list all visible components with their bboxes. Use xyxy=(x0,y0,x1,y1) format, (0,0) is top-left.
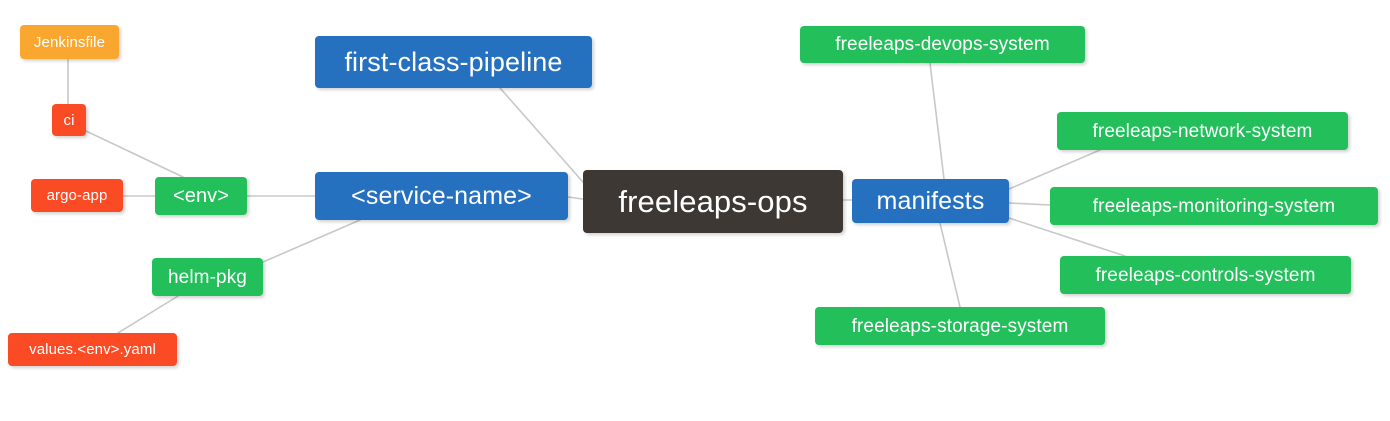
node-env[interactable]: <env> xyxy=(155,177,247,215)
node-label: argo-app xyxy=(46,187,108,204)
edge-manifests-to-network-system xyxy=(1008,149,1101,190)
edge-manifests-to-devops-system xyxy=(929,62,945,180)
node-label: freeleaps-devops-system xyxy=(835,34,1050,55)
node-network-system[interactable]: freeleaps-network-system xyxy=(1057,112,1348,150)
node-label: helm-pkg xyxy=(168,266,247,288)
node-values-env-yaml[interactable]: values.<env>.yaml xyxy=(8,333,177,366)
node-label: freeleaps-controls-system xyxy=(1095,264,1316,286)
node-label: manifests xyxy=(876,186,985,215)
node-label: freeleaps-storage-system xyxy=(851,315,1069,337)
node-label: <env> xyxy=(172,185,230,207)
node-label: freeleaps-monitoring-system xyxy=(1092,195,1336,217)
node-service-name[interactable]: <service-name> xyxy=(315,172,568,220)
node-devops-system[interactable]: freeleaps-devops-system xyxy=(800,26,1085,63)
edge-service-name-to-helm-pkg xyxy=(262,219,361,263)
edge-env-to-ci xyxy=(85,130,184,178)
node-label: <service-name> xyxy=(351,181,532,210)
node-label: ci xyxy=(63,111,75,129)
edge-freeleaps-ops-to-service-name xyxy=(567,196,584,200)
edge-helm-pkg-to-values-env-yaml xyxy=(117,295,179,334)
node-ci[interactable]: ci xyxy=(52,104,86,136)
node-monitoring-system[interactable]: freeleaps-monitoring-system xyxy=(1050,187,1378,225)
node-helm-pkg[interactable]: helm-pkg xyxy=(152,258,263,296)
node-label: Jenkinsfile xyxy=(33,33,106,51)
edge-manifests-to-monitoring-system xyxy=(1008,202,1051,206)
node-jenkinsfile[interactable]: Jenkinsfile xyxy=(20,25,119,59)
node-label: freeleaps-ops xyxy=(618,184,808,219)
node-label: first-class-pipeline xyxy=(344,46,563,77)
edge-manifests-to-storage-system xyxy=(939,222,961,308)
node-freeleaps-ops[interactable]: freeleaps-ops xyxy=(583,170,843,233)
node-label: freeleaps-network-system xyxy=(1092,120,1313,142)
node-controls-system[interactable]: freeleaps-controls-system xyxy=(1060,256,1351,294)
node-argo-app[interactable]: argo-app xyxy=(31,179,123,212)
node-manifests[interactable]: manifests xyxy=(852,179,1009,223)
node-label: values.<env>.yaml xyxy=(29,341,156,358)
node-first-class-pipeline[interactable]: first-class-pipeline xyxy=(315,36,592,88)
node-storage-system[interactable]: freeleaps-storage-system xyxy=(815,307,1105,345)
